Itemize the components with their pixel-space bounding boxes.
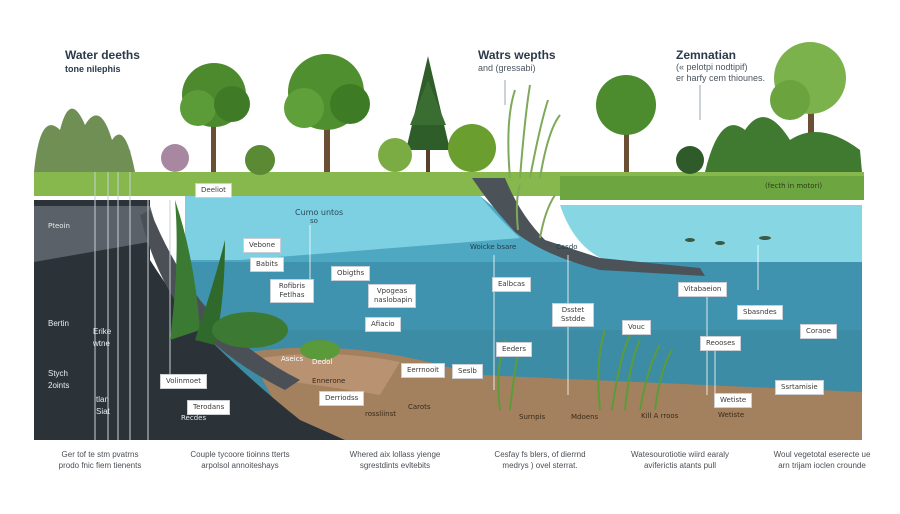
caption-3-line-1: Whered aix lollass yienge <box>349 450 441 459</box>
label-casdo: Casdo <box>556 243 578 251</box>
label-obigths: Obigths <box>331 266 371 281</box>
tree-3 <box>596 75 656 172</box>
label-kill-a-rroos: Kill A rroos <box>641 412 679 420</box>
caption-1-line-2: prodo fnic fiem tienents <box>58 461 142 470</box>
label-volinmoet: Volinmoet <box>160 374 208 389</box>
right-subtitle-1: (« pelotpi nodtipif) <box>676 62 748 72</box>
left-subtitle: tone nilephis <box>65 64 121 74</box>
left-text-stych: Stych <box>48 369 69 378</box>
label-fecth-motori: (fecth in motori) <box>765 182 823 190</box>
caption-1: Ger tof te stm pvatrns prodo fnic fiem t… <box>30 449 170 471</box>
label-eerrnooit: Eerrnooit <box>401 363 445 378</box>
left-text-points: 2oints <box>48 381 70 390</box>
left-title: Water deeths <box>65 48 140 62</box>
label-mdoens: Mdoens <box>571 413 599 421</box>
label-ssrtamisie: Ssrtamisie <box>775 380 824 395</box>
left-rock-face <box>34 206 160 262</box>
caption-2-line-2: arpolsol annoiteshays <box>201 461 279 470</box>
bushes-left <box>34 108 862 175</box>
label-vouc: Vouc <box>622 320 651 335</box>
label-eeders: Eeders <box>496 342 533 357</box>
caption-2: Couple tycoore tioinns tterts arpolsol a… <box>170 449 310 471</box>
label-wetiste-2: Wetiste <box>718 411 745 419</box>
caption-6-line-1: Woul vegetotal eserecte ue <box>773 450 871 459</box>
header-pointers <box>504 80 701 120</box>
shallow-water-right <box>560 205 862 262</box>
label-woicke-bsare: Woicke bsare <box>470 243 517 251</box>
label-sbasndes: Sbasndes <box>737 305 783 320</box>
label-surnpis: Surnpis <box>519 413 546 421</box>
label-deeliot: Deeliot <box>195 183 232 198</box>
right-title: Zemnatian <box>676 48 737 62</box>
caption-6: Woul vegetotal eserecte ue arn trijam io… <box>752 449 892 471</box>
caption-5: Watesourotiotie wiird earaly aviferictis… <box>610 449 750 471</box>
label-seslb: Seslb <box>452 364 483 379</box>
label-dedol: Dedol <box>312 358 333 366</box>
left-text-siat: Siat <box>96 407 110 416</box>
caption-3-line-2: sgrestdints evltebits <box>359 461 431 470</box>
label-coraoe: Coraoe <box>800 324 837 339</box>
label-terodans: Terodans <box>187 400 231 415</box>
label-ennerone: Ennerone <box>312 377 346 385</box>
left-text-erike: Erike <box>93 327 112 336</box>
label-rossliinst: rossliinst <box>365 410 396 418</box>
aquatic-plants-left <box>170 200 340 360</box>
caption-4-line-2: medrys ) ovel sterrat. <box>502 461 578 470</box>
label-recdes: Recdes <box>181 414 207 422</box>
far-grass <box>560 176 864 200</box>
label-aseics: Aseics <box>281 355 304 363</box>
tree-1 <box>180 63 250 172</box>
left-text-wtne: wtne <box>93 339 110 348</box>
caption-3: Whered aix lollass yienge sgrestdints ev… <box>325 449 465 471</box>
label-carots: Carots <box>408 403 431 411</box>
soil-highlight <box>260 353 400 395</box>
left-rock-slope <box>140 210 300 390</box>
right-subtitle-2: er harfy cem thiounes. <box>676 73 766 83</box>
center-subtitle: and (gressabi) <box>478 63 536 73</box>
fish <box>685 236 771 245</box>
caption-5-line-2: aviferictis atants pull <box>643 461 717 470</box>
caption-4: Cesfay fs blers, of dierrnd medrys ) ove… <box>470 449 610 471</box>
caption-4-line-1: Cesfay fs blers, of dierrnd <box>494 450 586 459</box>
label-pteoin: Pteoin <box>48 222 70 230</box>
caption-2-line-1: Couple tycoore tioinns tterts <box>190 450 290 459</box>
conifer-tree <box>406 56 450 172</box>
label-afiacio: Afiacio <box>365 317 401 332</box>
caption-1-line-1: Ger tof te stm pvatrns <box>61 450 139 459</box>
label-cumo-untos: Cumo untos <box>295 208 344 217</box>
center-title: Watrs wepths <box>478 48 556 62</box>
shrub-center <box>378 124 496 172</box>
caption-5-line-1: Watesourotiotie wiird earaly <box>631 450 729 459</box>
left-text-tlan: tlan <box>96 395 109 404</box>
label-so: so <box>310 217 318 225</box>
tree-2 <box>284 54 370 172</box>
reeds-center <box>507 84 561 239</box>
label-babits: Babits <box>250 257 284 272</box>
caption-6-line-2: arn trijam ioclen crounde <box>778 461 866 470</box>
label-vitabaeion: Vitabaeion <box>678 282 728 297</box>
left-guide-lines <box>94 150 171 440</box>
label-ealbcas: Ealbcas <box>492 277 531 292</box>
left-text-bertin: Bertin <box>48 319 69 328</box>
label-wetiste: Wetiste <box>714 393 753 408</box>
label-vebone: Vebone <box>243 238 282 253</box>
label-reooses: Reooses <box>700 336 742 351</box>
label-derriodss: Derriodss <box>319 391 365 406</box>
